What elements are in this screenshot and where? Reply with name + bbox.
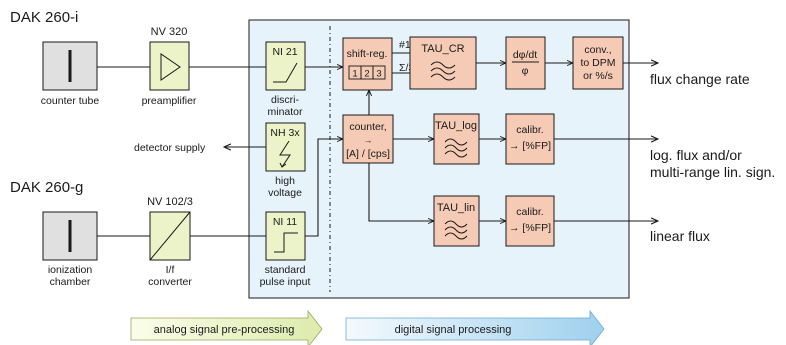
tau-lin-label: TAU_lin (437, 202, 475, 214)
pulse-icon (274, 232, 298, 253)
calibr-log-line-2: → [%FP] (509, 140, 551, 152)
converter-diagonal-icon (149, 211, 191, 261)
nh3x-label-2: voltage (268, 187, 302, 199)
output-log-flux-1: log. flux and/or (650, 147, 742, 163)
nh3x-label-1: high (275, 175, 295, 187)
ni11-title: NI 11 (273, 216, 297, 228)
dak-i-title: DAK 260-i (10, 9, 78, 26)
ni11-label-2: pulse input (260, 276, 311, 288)
shift-cells: 1 2 3 (348, 65, 386, 80)
wire-counter-taulin (368, 163, 434, 221)
conv-line-2: to DPM (580, 57, 615, 69)
wire-ni11-counter (305, 139, 343, 237)
dphi-numerator: dφ/dt (513, 49, 537, 61)
tau-cr-label: TAU_CR (421, 43, 464, 55)
ni21-label-2: minator (267, 106, 303, 118)
ni11-label-1: standard (265, 264, 306, 276)
calibr-lin-block (505, 195, 555, 247)
counter-line-1: counter, (349, 121, 386, 133)
lightning-icon (279, 140, 291, 168)
tilde-filter-icon (444, 138, 468, 158)
ni21-title: NI 21 (272, 46, 297, 58)
shift-register (342, 37, 393, 91)
discriminator-icon (273, 62, 298, 83)
output-flux-change-rate: flux change rate (650, 71, 750, 87)
nh3x-title: NH 3x (270, 127, 300, 139)
shift-cell: 2 (364, 69, 369, 80)
dphi-denominator: φ (522, 65, 529, 77)
conv-line-1: conv., (584, 44, 611, 56)
calibr-log-block (505, 113, 555, 165)
ni11-pulse-input (265, 211, 306, 261)
tau-log-label: TAU_log (435, 120, 477, 132)
detector-supply-label: detector supply (134, 142, 206, 154)
dphi-dt-block (505, 36, 546, 90)
amplifier-icon (160, 53, 181, 81)
preamplifier (149, 41, 190, 91)
conv-line-3: or %/s (583, 70, 613, 82)
counter-line-2: [A] / [cps] (346, 148, 390, 160)
output-linear-flux: linear flux (650, 228, 710, 244)
tau-log-filter (433, 113, 480, 165)
ion-chamber-label-1: ionization (48, 264, 93, 276)
digital-processing-arrow (345, 309, 605, 345)
calibr-lin-line-2: → [%FP] (509, 222, 551, 234)
counter-block (342, 114, 394, 164)
calibr-log-line-1: calibr. (516, 124, 543, 136)
preamplifier-label: preamplifier (142, 95, 197, 107)
counter-tube-label: counter tube (41, 95, 100, 107)
analog-processing-arrow (130, 309, 323, 345)
if-label-1: I/f (166, 264, 175, 276)
analog-processing-label: analog signal pre-processing (154, 324, 295, 336)
dak-g-title: DAK 260-g (10, 179, 83, 196)
shift-cell: 3 (376, 69, 381, 80)
tilde-filter-icon (444, 220, 468, 240)
shift-cell: 1 (352, 69, 357, 80)
nv102-title: NV 102/3 (147, 196, 193, 208)
calibr-lin-line-1: calibr. (516, 206, 543, 218)
converter-block (572, 36, 624, 90)
nv320-title: NV 320 (151, 26, 188, 38)
digital-processing-label: digital signal processing (395, 324, 512, 336)
if-label-2: converter (148, 276, 192, 288)
output-log-flux-2: multi-range lin. sign. (650, 164, 775, 180)
ion-chamber-label-2: chamber (50, 276, 91, 288)
ni21-label-1: discri- (271, 94, 300, 106)
tilde-filter-icon (430, 61, 456, 81)
counter-arrow: → (364, 135, 373, 145)
tau-cr-filter (409, 36, 477, 90)
shift-reg-title: shift-reg. (347, 48, 388, 60)
tau-lin-filter (433, 195, 480, 247)
